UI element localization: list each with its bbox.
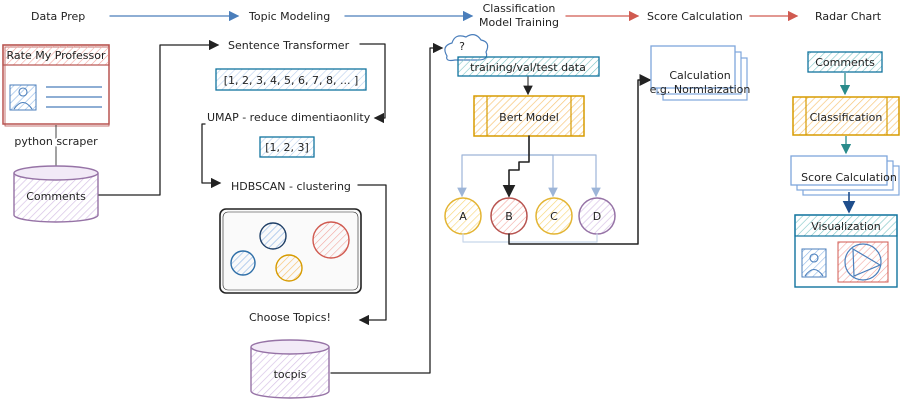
class-circle-d: D bbox=[578, 197, 616, 235]
arrow-b-to-calculation bbox=[508, 74, 652, 245]
arrow-topics-to-cloud bbox=[330, 42, 444, 374]
umap-label: UMAP - reduce dimentiaonlity bbox=[207, 111, 371, 124]
svg-text:A: A bbox=[459, 210, 467, 223]
svg-text:B: B bbox=[505, 210, 513, 223]
topics-db-label: tocpis bbox=[274, 368, 307, 381]
stage-classification: Classification bbox=[483, 2, 556, 15]
normalization-label: e.g. Normlaization bbox=[650, 83, 751, 96]
stage-topic-modeling: Topic Modeling bbox=[248, 10, 330, 23]
stage-data-prep: Data Prep bbox=[31, 10, 85, 23]
cluster-navy bbox=[259, 222, 287, 250]
bottom-bracket bbox=[462, 233, 598, 243]
stage-radar-chart: Radar Chart bbox=[815, 10, 882, 23]
class-circle-c: C bbox=[535, 197, 573, 235]
svg-text:?: ? bbox=[459, 40, 465, 53]
radar-visualization-card: Visualization bbox=[794, 214, 898, 288]
svg-text:[1, 2, 3]: [1, 2, 3] bbox=[265, 141, 309, 154]
svg-text:[1, 2, 3, 4, 5, 6, 7, 8, ... ]: [1, 2, 3, 4, 5, 6, 7, 8, ... ] bbox=[224, 74, 359, 87]
radar-classification-box: Classification bbox=[792, 96, 900, 136]
calculation-stack: Calculation e.g. Normlaization bbox=[650, 45, 751, 101]
radar-chart-icon bbox=[837, 241, 889, 283]
svg-text:D: D bbox=[593, 210, 601, 223]
stage-header: Data Prep Topic Modeling Classification … bbox=[31, 2, 882, 29]
text-lines-icon bbox=[46, 86, 102, 108]
dataset-box: training/val/test data bbox=[457, 56, 600, 77]
svg-text:Bert Model: Bert Model bbox=[499, 111, 559, 124]
card-title: Rate My Professor bbox=[6, 49, 105, 62]
cluster-orange bbox=[275, 254, 303, 282]
calculation-label: Calculation bbox=[669, 69, 730, 82]
cluster-red bbox=[312, 221, 350, 259]
sentence-transformer-label: Sentence Transformer bbox=[228, 39, 350, 52]
hdbscan-label: HDBSCAN - clustering bbox=[231, 180, 351, 193]
vector-short: [1, 2, 3] bbox=[259, 136, 315, 158]
stage-score-calculation: Score Calculation bbox=[647, 10, 743, 23]
svg-text:Comments: Comments bbox=[815, 56, 875, 69]
radar-score-stack: Score Calculation bbox=[790, 155, 900, 196]
svg-text:Classification: Classification bbox=[810, 111, 883, 124]
fanout-edges bbox=[457, 135, 601, 198]
person-icon bbox=[801, 248, 827, 278]
choose-topics-label: Choose Topics! bbox=[249, 311, 331, 324]
cluster-blue bbox=[230, 250, 256, 276]
python-scraper-label: python scraper bbox=[14, 135, 98, 148]
comments-db-label: Comments bbox=[26, 190, 86, 203]
svg-text:training/val/test data: training/val/test data bbox=[470, 61, 586, 74]
svg-text:C: C bbox=[550, 210, 558, 223]
vector-long: [1, 2, 3, 4, 5, 6, 7, 8, ... ] bbox=[215, 68, 367, 91]
class-circle-b: B bbox=[490, 197, 528, 235]
visualization-label: Visualization bbox=[811, 220, 881, 233]
comments-database: Comments bbox=[13, 165, 99, 223]
arrow-umap-to-hdbscan bbox=[201, 123, 222, 189]
rate-my-professor-card: Rate My Professor bbox=[2, 44, 110, 127]
radar-comments-box: Comments bbox=[807, 51, 883, 73]
user-icon bbox=[9, 84, 37, 111]
svg-text:Score Calculation: Score Calculation bbox=[801, 171, 897, 184]
topics-database: tocpis bbox=[250, 339, 330, 399]
cluster-panel bbox=[219, 208, 362, 294]
stage-model-training: Model Training bbox=[479, 16, 559, 29]
arrow-comments-to-transformer bbox=[98, 39, 220, 196]
class-circle-a: A bbox=[444, 197, 482, 235]
bert-model-box: Bert Model bbox=[473, 95, 585, 137]
arrow-transformer-to-umap bbox=[359, 43, 386, 124]
arrow-hdbscan-to-choose bbox=[357, 184, 387, 326]
